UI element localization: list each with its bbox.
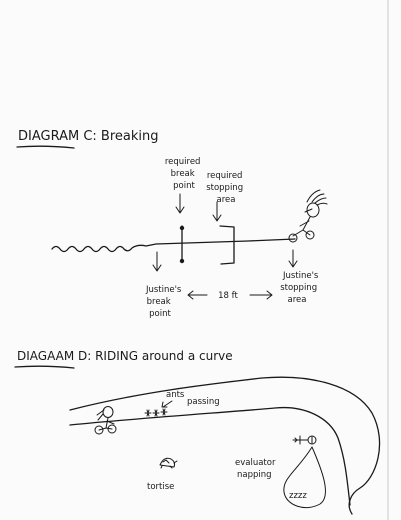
diagram-c-heading: DIAGRAM C: Breaking — [18, 129, 159, 144]
down-arrow-icon — [152, 251, 162, 272]
left-arrow-icon — [187, 290, 208, 300]
required-break-point-label: required break point — [165, 157, 203, 191]
rider-figure — [94, 406, 117, 435]
tortise-label: tortise — [147, 482, 174, 492]
road-outer-edge — [69, 376, 381, 515]
evaluator-napping-label: evaluator napping — [235, 458, 278, 480]
diagram-c: DIAGRAM C: Breaking required break point… — [16, 129, 328, 319]
diagram-d: DIAGAAM D: RIDING around a curve ants pa… — [14, 349, 381, 515]
down-arrow-icon — [212, 201, 222, 222]
cyclist-head — [306, 202, 320, 218]
rider-head — [102, 406, 114, 418]
diagram-d-heading: DIAGAAM D: RIDING around a curve — [17, 349, 233, 363]
diagram-d-heading-underline — [14, 365, 75, 369]
napping-blob — [283, 446, 326, 508]
required-stopping-area-bracket — [219, 225, 235, 265]
cyclist-figure — [288, 189, 328, 243]
ants-passing-label: ants passing — [166, 390, 220, 407]
evaluator-figure — [292, 435, 317, 445]
distance-label: 18 ft — [218, 291, 238, 301]
required-stopping-area-label: required stopping area — [206, 171, 246, 205]
ants-figures — [144, 408, 168, 417]
snore-label: zzzz — [289, 491, 307, 501]
down-arrow-icon — [175, 193, 185, 214]
arrow-icon — [161, 400, 173, 408]
justine-break-point-label: Justine's break point — [145, 285, 184, 319]
road-line — [51, 238, 296, 253]
tortoise-figure — [159, 457, 178, 469]
down-arrow-icon — [288, 249, 298, 268]
road-inner-edge — [69, 406, 351, 506]
justine-stopping-area-label: Justine's stopping area — [280, 271, 321, 305]
right-arrow-icon — [249, 290, 273, 300]
diagram-c-heading-underline — [16, 145, 75, 149]
